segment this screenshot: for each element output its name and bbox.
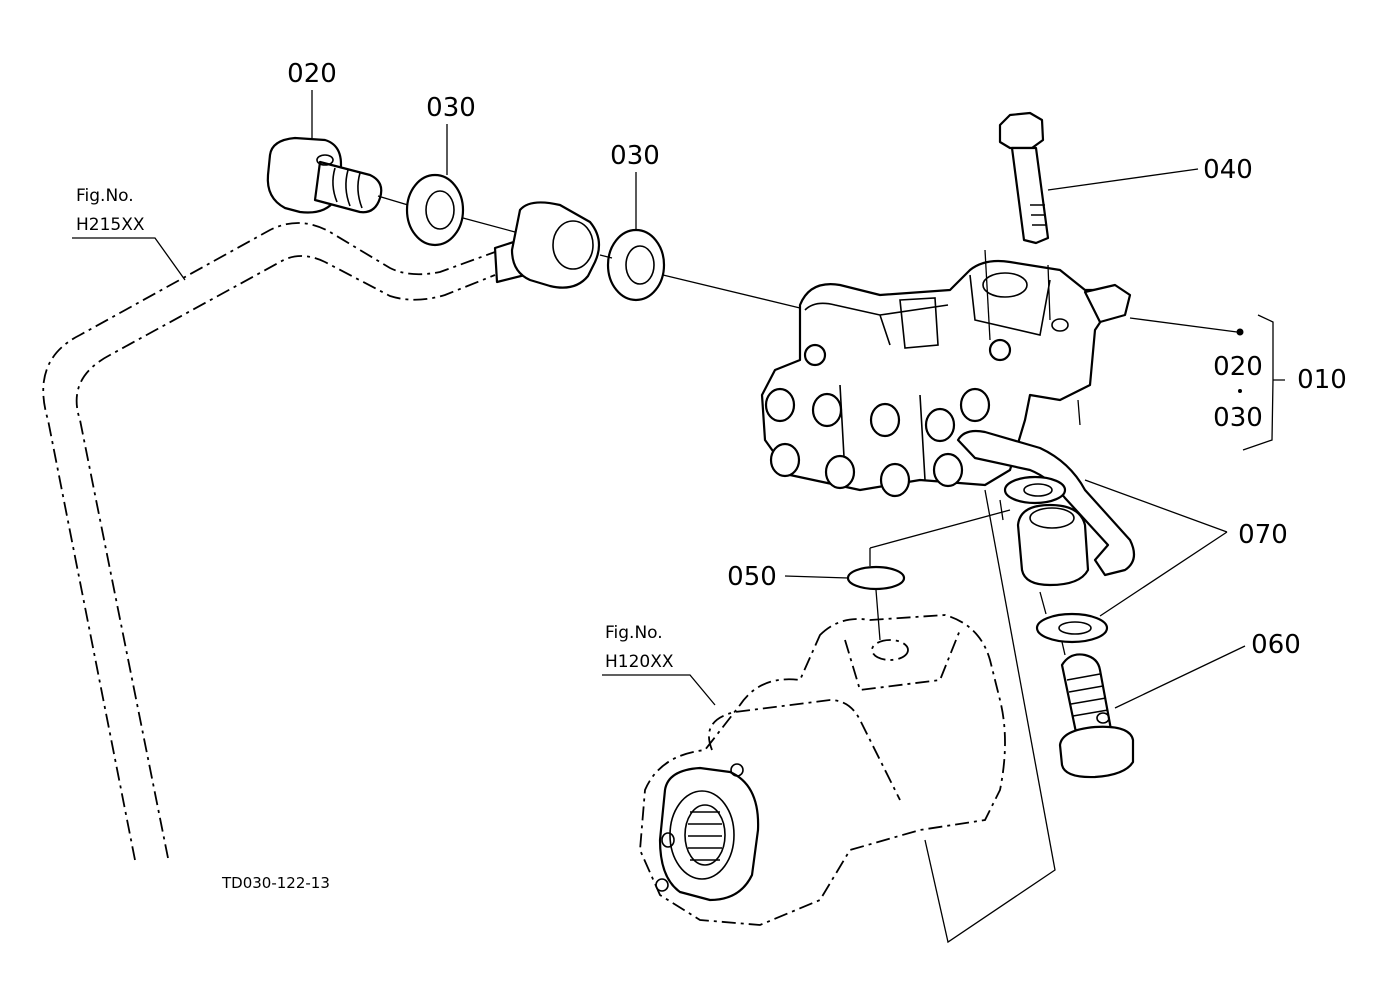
fig-ref-top-label: Fig.No. (76, 186, 134, 206)
callout-010: 010 (1297, 365, 1347, 395)
banjo-bolt-020 (266, 136, 383, 214)
callout-070: 070 (1238, 520, 1288, 550)
pipe-eye-fitting (493, 201, 601, 289)
callout-060: 060 (1251, 630, 1301, 660)
reference-pipe-outline (42, 222, 496, 861)
callout-020-group: 020 (1213, 352, 1263, 382)
callout-030-mid: 030 (610, 141, 660, 171)
group-dot-top (1236, 328, 1244, 336)
callout-030-group: 030 (1213, 403, 1263, 433)
o-ring-050 (846, 565, 906, 591)
fig-ref-bottom-label: Fig.No. (605, 623, 663, 643)
fig-ref-top-value: H215XX (76, 215, 145, 235)
assembly-lines (869, 249, 1081, 944)
group-dot-mid (1238, 389, 1242, 393)
washer-030-left (405, 173, 465, 247)
fig-ref-bottom-value: H120XX (605, 652, 674, 672)
drawing-code: TD030-122-13 (221, 874, 330, 892)
control-valve-body (760, 259, 1132, 498)
callout-030-left: 030 (426, 93, 476, 123)
pipe-eye-070 (1016, 503, 1090, 587)
assembly-axis-line (377, 195, 801, 309)
leader-lines (72, 90, 1285, 709)
valve-plugs (764, 338, 1012, 498)
callout-020-top: 020 (287, 59, 337, 89)
callout-050: 050 (727, 562, 777, 592)
banjo-bolt-060 (1058, 653, 1135, 779)
washer-030-right (606, 228, 666, 302)
washer-070-top (1003, 475, 1067, 505)
callout-040: 040 (1203, 155, 1253, 185)
hydraulic-pump-outline (639, 614, 1006, 926)
washer-070-bottom (1035, 612, 1109, 644)
bolt-040 (998, 111, 1050, 245)
